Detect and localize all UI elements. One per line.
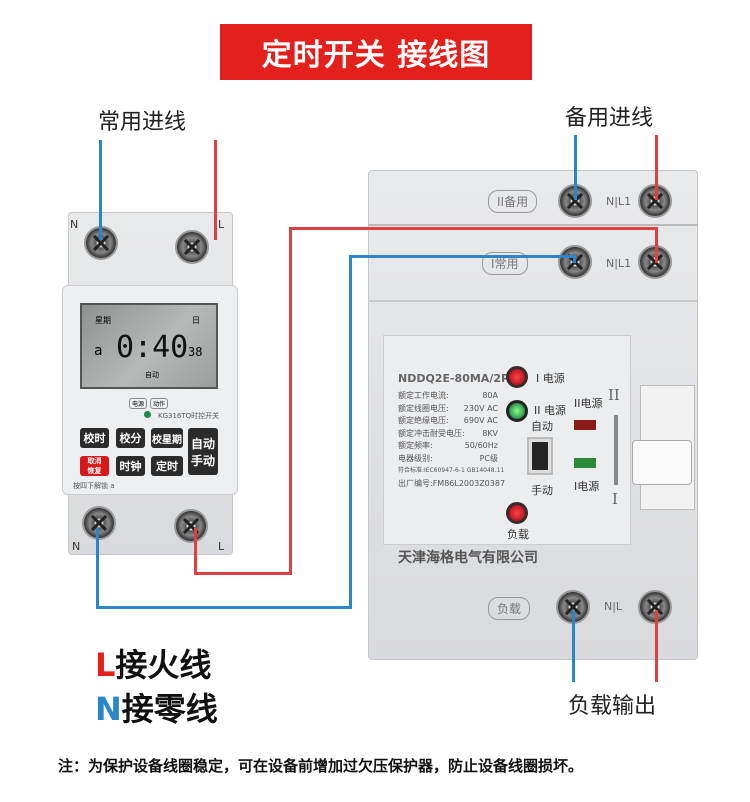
live-link-wire xyxy=(289,227,292,575)
timer-button[interactable]: 定时 xyxy=(151,456,183,476)
normal-input-label: 常用进线 xyxy=(98,110,187,135)
lcd-mode: 自动 xyxy=(145,371,159,379)
module-divider xyxy=(368,300,698,302)
timer-top-n-label: N xyxy=(70,218,79,231)
clock-button[interactable]: 时钟 xyxy=(116,456,145,476)
auto-label: 自动 xyxy=(531,420,553,433)
auto-manual-switch[interactable] xyxy=(527,437,553,475)
live-link-wire xyxy=(289,227,657,230)
lcd-seconds: 38 xyxy=(188,345,203,359)
load-led-label: 负载 xyxy=(507,528,529,541)
live-link-wire xyxy=(194,572,291,575)
neutral-link-wire xyxy=(96,606,352,609)
power1-indicator xyxy=(574,458,596,468)
action-indicator-label: 动作 xyxy=(150,398,169,409)
status-led xyxy=(144,411,151,418)
power1-led-label: I 电源 xyxy=(536,372,565,385)
footnote: 注：为保护设备线圈稳定，可在设备前增加过欠压保护器，防止设备线圈损坏。 xyxy=(58,757,584,775)
timer-top-l-label: L xyxy=(218,218,225,231)
backup-terminal-label: N|L1 xyxy=(606,195,632,208)
load-terminal-label: N|L xyxy=(604,600,623,613)
lcd-week-label: 星期 xyxy=(95,316,111,325)
arrow-top-label: II xyxy=(608,386,620,404)
legend-neutral: N接零线 xyxy=(95,690,218,728)
company-name: 天津海格电气有限公司 xyxy=(398,550,538,566)
timer-bottom-l-terminal[interactable] xyxy=(174,509,208,543)
cancel-restore-button[interactable]: 取消恢复 xyxy=(80,456,109,476)
load-output-label: 负载输出 xyxy=(568,694,657,719)
updown-arrow-icon xyxy=(614,415,618,485)
manual-lever[interactable] xyxy=(632,440,692,485)
auto-manual-button[interactable]: 自动手动 xyxy=(188,428,218,475)
unlock-hint: 按四下解锁 a xyxy=(73,482,115,490)
load-tag: 负载 xyxy=(488,597,531,620)
timer-model: KG316TQ时控开关 xyxy=(158,412,220,420)
power1-indicator-label: I电源 xyxy=(574,480,600,493)
timer-bottom-n-terminal[interactable] xyxy=(82,506,116,540)
power1-led xyxy=(506,366,528,388)
backup-neutral-wire xyxy=(574,135,577,200)
backup-live-wire xyxy=(655,135,658,200)
load-led xyxy=(506,502,528,524)
lcd-time: 0:40 xyxy=(116,330,189,365)
backup-tag: II备用 xyxy=(488,190,538,213)
set-week-button[interactable]: 校星期 xyxy=(151,428,183,448)
page-title: 定时开关 接线图 xyxy=(220,24,532,80)
neutral-link-wire xyxy=(96,528,99,608)
ats-spec-list: 额定工作电流:80A 额定线圈电压:230V AC 额定绝缘电压:690V AC… xyxy=(398,391,506,488)
live-input-wire xyxy=(214,140,217,240)
timer-lcd xyxy=(80,303,218,389)
power2-led xyxy=(506,400,528,422)
load-neutral-wire xyxy=(572,610,575,682)
power-indicator-label: 电源 xyxy=(129,398,148,409)
manual-label: 手动 xyxy=(531,484,553,497)
load-live-wire xyxy=(655,610,658,682)
lcd-day-digit: a xyxy=(94,343,103,359)
neutral-input-wire xyxy=(99,140,102,240)
lcd-day-label: 日 xyxy=(192,316,200,325)
module-divider xyxy=(368,224,698,226)
power2-indicator-label: II电源 xyxy=(574,397,603,410)
live-link-wire xyxy=(655,227,658,263)
arrow-bottom-label: I xyxy=(612,490,618,508)
power2-indicator xyxy=(574,420,596,430)
normal-tag: I常用 xyxy=(482,252,528,275)
timer-bottom-l-label: L xyxy=(218,540,225,553)
legend-live: L接火线 xyxy=(95,646,212,684)
neutral-link-wire xyxy=(349,255,352,609)
neutral-link-wire xyxy=(573,255,576,263)
ats-model: NDDQ2E-80MA/2P xyxy=(398,372,510,385)
set-minute-button[interactable]: 校分 xyxy=(116,428,145,448)
live-link-wire xyxy=(194,528,197,574)
neutral-link-wire xyxy=(349,255,576,258)
timer-bottom-n-label: N xyxy=(72,540,81,553)
timer-top-l-terminal[interactable] xyxy=(175,230,209,264)
set-hour-button[interactable]: 校时 xyxy=(80,428,109,448)
backup-input-label: 备用进线 xyxy=(565,106,654,131)
power2-led-label: II 电源 xyxy=(534,404,566,417)
normal-terminal-label: N|L1 xyxy=(606,257,632,270)
